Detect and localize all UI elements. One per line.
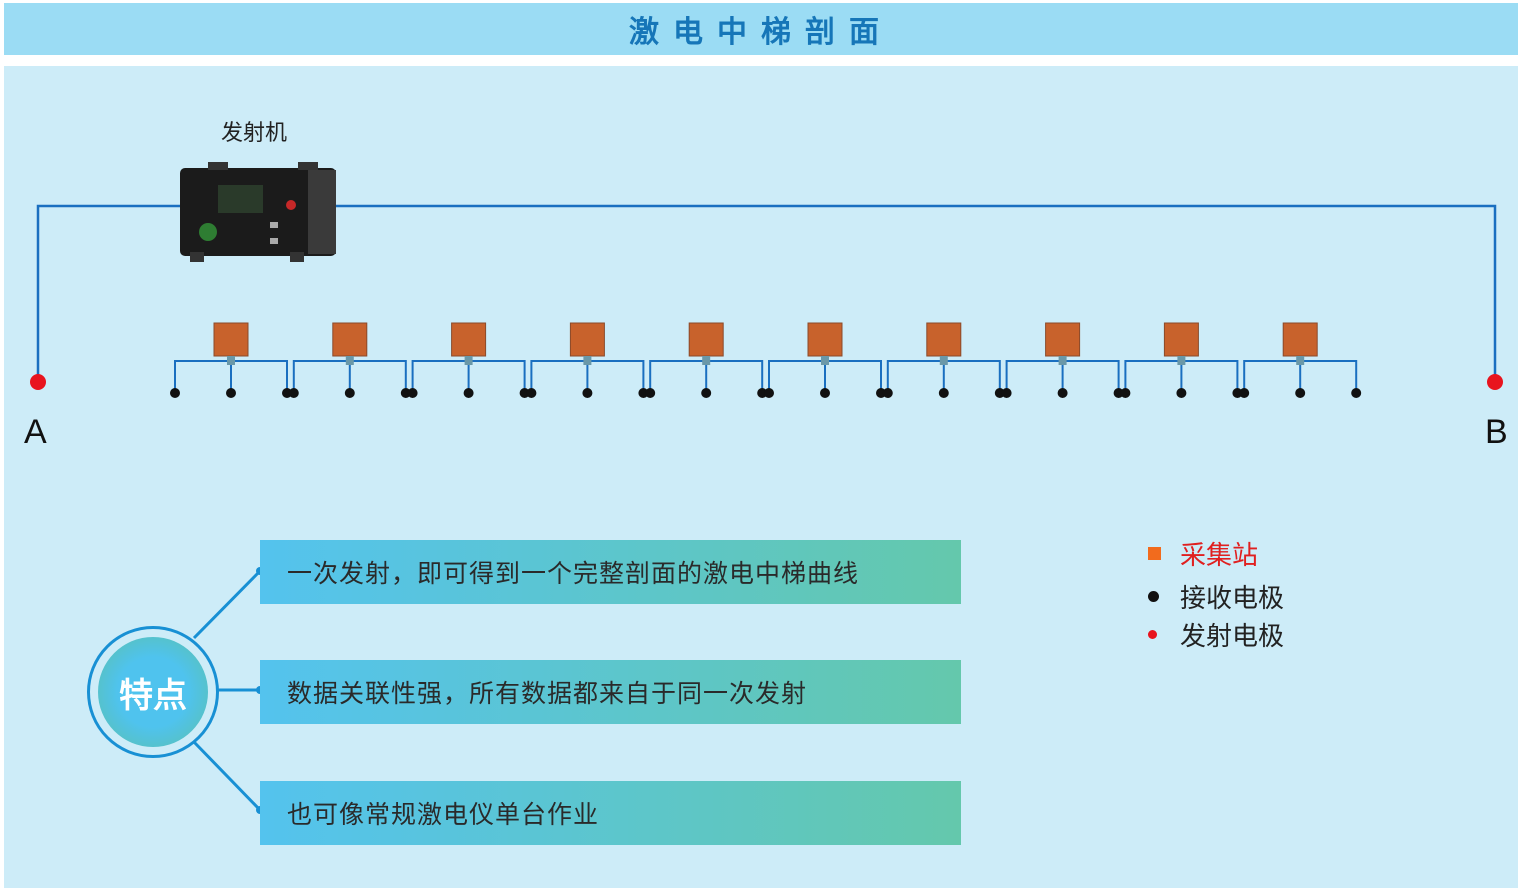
transmit-electrode-b xyxy=(1487,374,1503,390)
page-title: 激电中梯剖面 xyxy=(629,15,893,50)
feature-item-2: 数据关联性强，所有数据都来自于同一次发射 xyxy=(260,660,961,724)
features-badge: 特点 xyxy=(87,626,219,758)
acquisition-station xyxy=(1163,322,1199,357)
station-connector xyxy=(227,356,235,365)
black-dot-icon xyxy=(1148,591,1159,602)
acquisition-station xyxy=(1045,322,1081,357)
receive-electrode xyxy=(288,388,299,398)
transmit-electrode-a xyxy=(30,374,46,390)
acquisition-station xyxy=(213,322,249,357)
legend-receive-label: 接收电极 xyxy=(1180,584,1285,614)
receive-electrode xyxy=(582,388,593,398)
acquisition-station xyxy=(569,322,605,357)
acquisition-station xyxy=(807,322,843,357)
receive-electrode xyxy=(882,388,893,398)
receive-electrode xyxy=(1120,388,1131,398)
feature-item-3: 也可像常规激电仪单台作业 xyxy=(260,781,961,845)
receive-electrode xyxy=(701,388,712,398)
acquisition-station xyxy=(688,322,724,357)
station-connector xyxy=(1058,356,1067,365)
point-b-label: B xyxy=(1485,413,1508,451)
transmitter-icon xyxy=(180,162,336,262)
receive-electrode xyxy=(226,388,236,398)
transmit-cable xyxy=(36,204,1497,382)
legend-station-label: 采集站 xyxy=(1180,541,1259,571)
station-connector xyxy=(821,356,829,365)
receive-electrode xyxy=(407,388,418,398)
feature-item-1: 一次发射，即可得到一个完整剖面的激电中梯曲线 xyxy=(260,540,961,604)
connector-line-3 xyxy=(192,740,262,812)
receive-electrode xyxy=(820,388,830,398)
station-connector xyxy=(1296,356,1305,365)
receive-electrode xyxy=(645,388,656,398)
legend-receive-electrode: 接收电极 xyxy=(1148,578,1284,615)
receive-electrode xyxy=(1001,388,1012,398)
station-connector xyxy=(464,356,473,365)
station-connector xyxy=(583,356,592,365)
station-connector xyxy=(702,356,711,365)
receive-electrode xyxy=(526,388,537,398)
receive-electrode xyxy=(1176,388,1187,398)
title-bar: 激电中梯剖面 xyxy=(4,3,1518,55)
transmitter-label: 发射机 xyxy=(221,121,288,146)
receive-electrode xyxy=(938,388,949,398)
acquisition-station xyxy=(1282,322,1318,357)
acquisition-station xyxy=(926,322,962,357)
legend-station: 采集站 xyxy=(1148,535,1258,572)
station-connector xyxy=(345,356,354,365)
receive-electrode xyxy=(1295,388,1306,398)
receive-electrode xyxy=(344,388,355,398)
receive-electrode xyxy=(1351,388,1362,398)
receive-electrode xyxy=(170,388,180,398)
receive-electrode xyxy=(1239,388,1250,398)
receive-electrode xyxy=(463,388,474,398)
red-dot-icon xyxy=(1148,630,1157,639)
station-connector xyxy=(939,356,948,365)
station-square-icon xyxy=(1148,547,1161,560)
receive-electrode xyxy=(764,388,774,398)
point-a-label: A xyxy=(24,413,47,451)
receive-electrode xyxy=(1057,388,1068,398)
acquisition-station xyxy=(332,322,368,357)
legend-transmit-electrode: 发射电极 xyxy=(1148,616,1284,653)
legend-transmit-label: 发射电极 xyxy=(1180,622,1285,652)
features-label: 特点 xyxy=(98,637,208,747)
connector-line-1 xyxy=(192,569,262,640)
acquisition-station xyxy=(451,322,487,357)
station-connector xyxy=(1177,356,1186,365)
transmitter-device xyxy=(178,160,338,265)
